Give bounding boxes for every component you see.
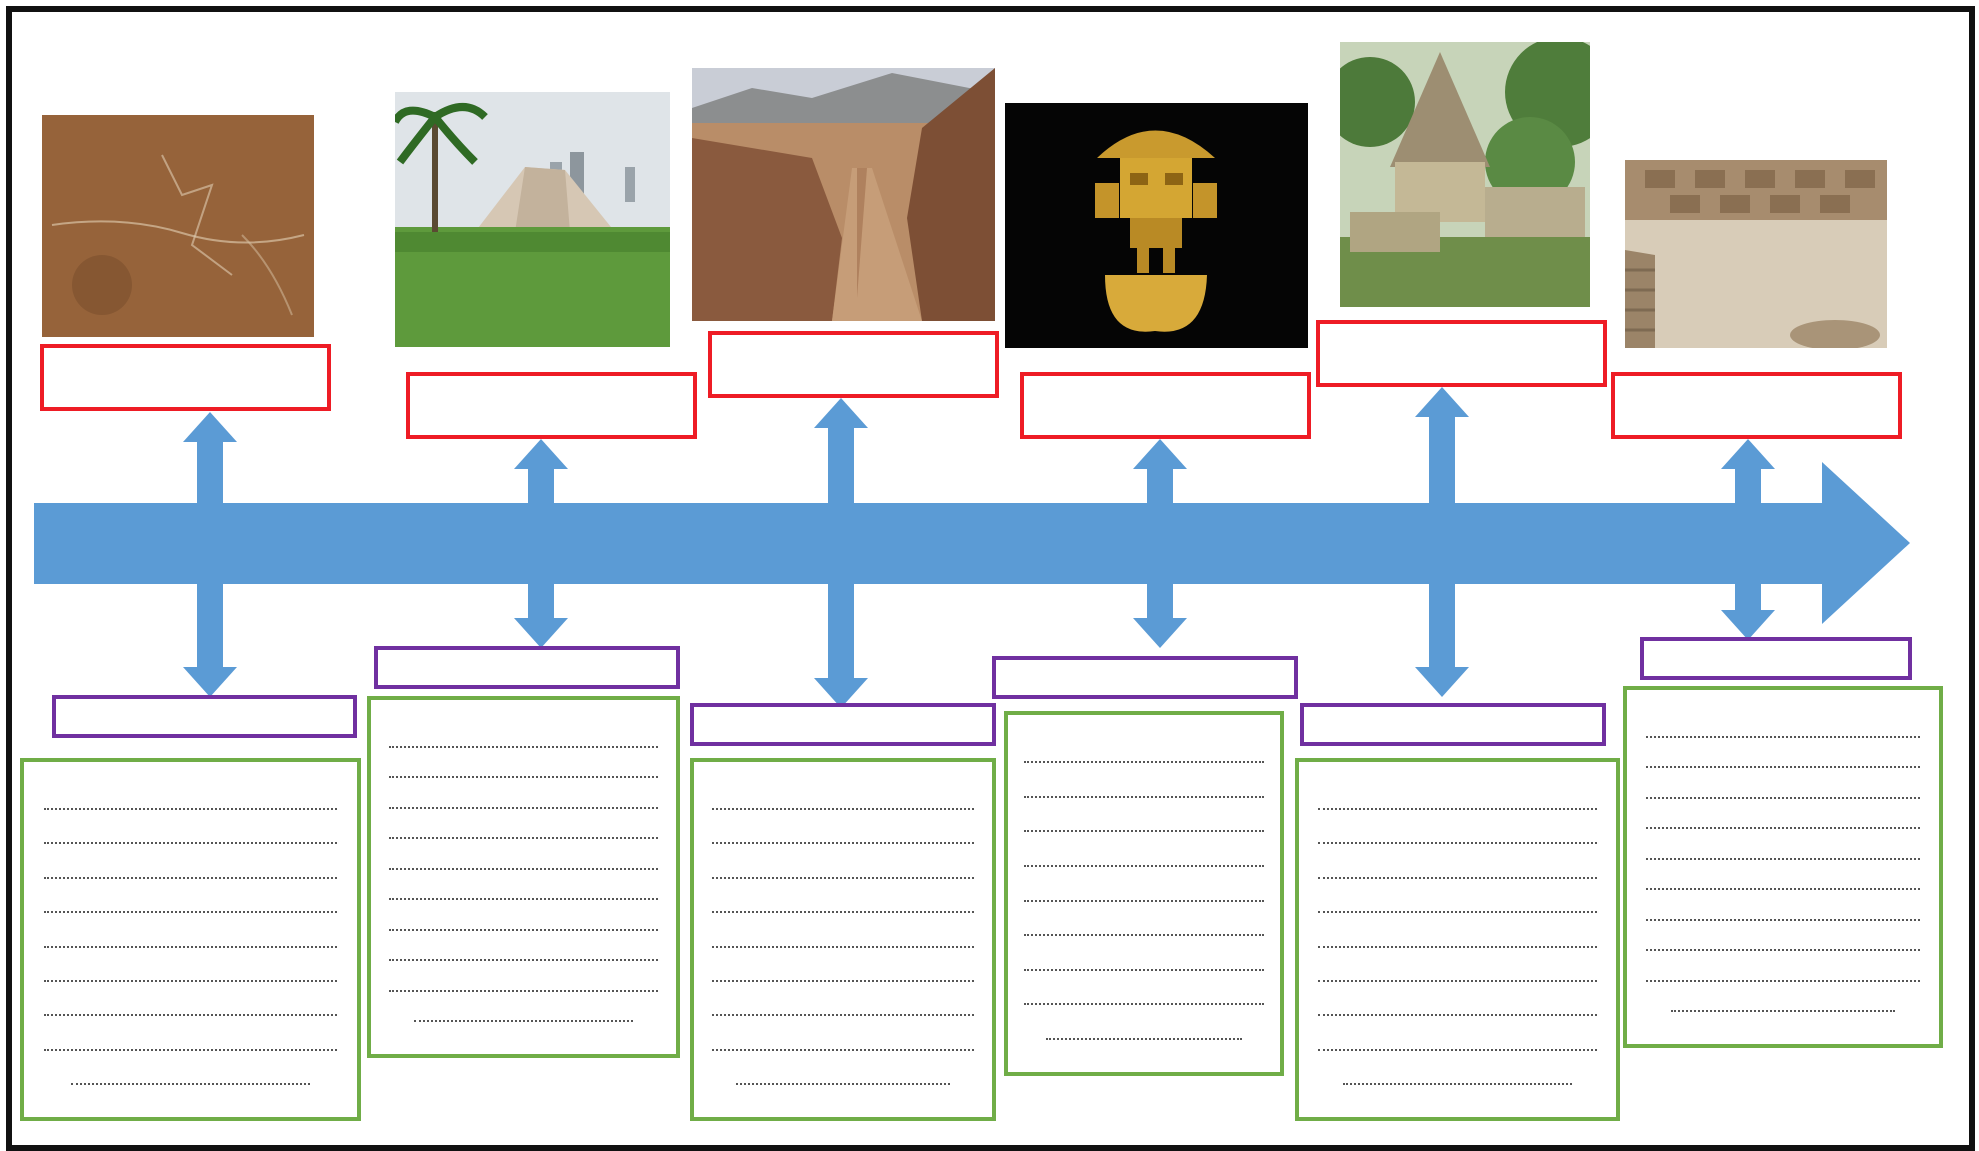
period-date-box[interactable] bbox=[690, 703, 996, 746]
writing-line bbox=[1318, 808, 1597, 810]
period-notes-box[interactable] bbox=[1295, 758, 1620, 1121]
writing-line bbox=[1645, 857, 1921, 860]
photo-petroglyph bbox=[42, 115, 314, 337]
writing-line bbox=[1024, 864, 1264, 867]
writing-line bbox=[43, 911, 338, 914]
writing-line bbox=[389, 806, 658, 809]
writing-line bbox=[711, 842, 975, 845]
period-notes-box[interactable] bbox=[367, 696, 680, 1058]
writing-line bbox=[389, 959, 658, 962]
period-date-box[interactable] bbox=[52, 695, 357, 738]
writing-line bbox=[711, 979, 975, 982]
writing-line bbox=[43, 945, 338, 948]
writing-line bbox=[711, 876, 975, 879]
writing-line bbox=[1645, 827, 1921, 830]
period-date-box[interactable] bbox=[374, 646, 680, 689]
period-date-box[interactable] bbox=[992, 656, 1298, 699]
double-arrow-connector bbox=[1721, 439, 1775, 640]
period-title-box[interactable] bbox=[406, 372, 697, 439]
writing-line bbox=[711, 1014, 975, 1017]
writing-line bbox=[1024, 830, 1264, 833]
writing-line bbox=[1318, 1048, 1597, 1051]
writing-line bbox=[1046, 1038, 1242, 1040]
period-title-box[interactable] bbox=[1611, 372, 1902, 439]
writing-line bbox=[43, 979, 338, 982]
writing-line bbox=[735, 1083, 951, 1085]
writing-line bbox=[389, 837, 658, 840]
writing-line bbox=[711, 911, 975, 914]
timeline-arrow bbox=[34, 462, 1910, 624]
period-title-box[interactable] bbox=[708, 331, 999, 398]
double-arrow-connector bbox=[1133, 439, 1187, 648]
writing-line bbox=[1318, 945, 1597, 948]
writing-line bbox=[413, 1020, 634, 1022]
writing-line bbox=[43, 876, 338, 879]
writing-line bbox=[43, 1048, 338, 1051]
period-notes-box[interactable] bbox=[1623, 686, 1943, 1048]
writing-line bbox=[1318, 842, 1597, 845]
period-title-box[interactable] bbox=[1020, 372, 1311, 439]
writing-line bbox=[1024, 968, 1264, 971]
writing-line bbox=[1645, 766, 1921, 769]
period-notes-box[interactable] bbox=[690, 758, 996, 1121]
double-arrow-connector bbox=[1415, 387, 1469, 697]
writing-line bbox=[1645, 888, 1921, 891]
writing-line bbox=[1024, 899, 1264, 902]
writing-line bbox=[389, 989, 658, 992]
writing-line bbox=[1645, 796, 1921, 799]
writing-line bbox=[43, 808, 338, 810]
writing-line bbox=[1645, 949, 1921, 952]
writing-line bbox=[70, 1083, 311, 1085]
writing-line bbox=[1024, 934, 1264, 937]
writing-line bbox=[1343, 1083, 1572, 1085]
writing-line bbox=[389, 867, 658, 870]
photo-adobe-friezes bbox=[1625, 160, 1887, 348]
writing-line bbox=[711, 1048, 975, 1051]
writing-line bbox=[1024, 761, 1264, 763]
writing-line bbox=[1670, 1010, 1896, 1012]
period-date-box[interactable] bbox=[1300, 703, 1606, 746]
photo-round-stone-house bbox=[1340, 42, 1590, 307]
writing-line bbox=[1024, 795, 1264, 798]
double-arrow-connector bbox=[514, 439, 568, 648]
period-title-box[interactable] bbox=[1316, 320, 1607, 387]
double-arrow-connector bbox=[814, 398, 868, 708]
double-arrow-connector bbox=[183, 412, 237, 697]
writing-line bbox=[43, 842, 338, 845]
writing-line bbox=[1645, 918, 1921, 921]
writing-line bbox=[1318, 876, 1597, 879]
period-date-box[interactable] bbox=[1640, 637, 1912, 680]
period-notes-box[interactable] bbox=[20, 758, 361, 1121]
writing-line bbox=[711, 945, 975, 948]
writing-line bbox=[1645, 979, 1921, 982]
writing-line bbox=[389, 776, 658, 779]
writing-line bbox=[1318, 1014, 1597, 1017]
writing-line bbox=[389, 928, 658, 931]
writing-line bbox=[1024, 1003, 1264, 1006]
writing-line bbox=[711, 808, 975, 810]
writing-line bbox=[43, 1014, 338, 1017]
photo-gold-tumi bbox=[1005, 103, 1308, 348]
writing-line bbox=[389, 746, 658, 748]
writing-line bbox=[1318, 979, 1597, 982]
period-title-box[interactable] bbox=[40, 344, 331, 411]
writing-line bbox=[1318, 911, 1597, 914]
writing-line bbox=[1645, 736, 1921, 738]
period-notes-box[interactable] bbox=[1004, 711, 1284, 1076]
writing-line bbox=[389, 898, 658, 901]
photo-stone-ruins bbox=[692, 68, 995, 321]
photo-adobe-pyramid bbox=[395, 92, 670, 347]
